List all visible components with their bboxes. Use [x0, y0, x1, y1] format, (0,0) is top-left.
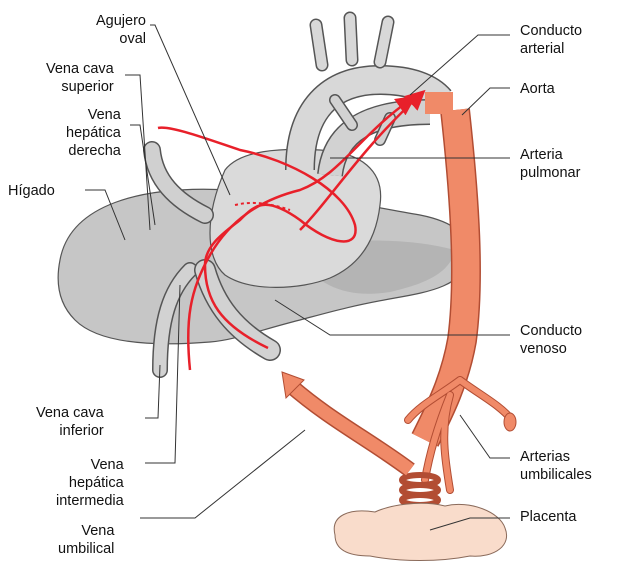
- placenta: [334, 503, 506, 560]
- label-higado: Hígado: [8, 182, 55, 200]
- label-placenta: Placenta: [520, 508, 576, 526]
- label-aorta: Aorta: [520, 80, 555, 98]
